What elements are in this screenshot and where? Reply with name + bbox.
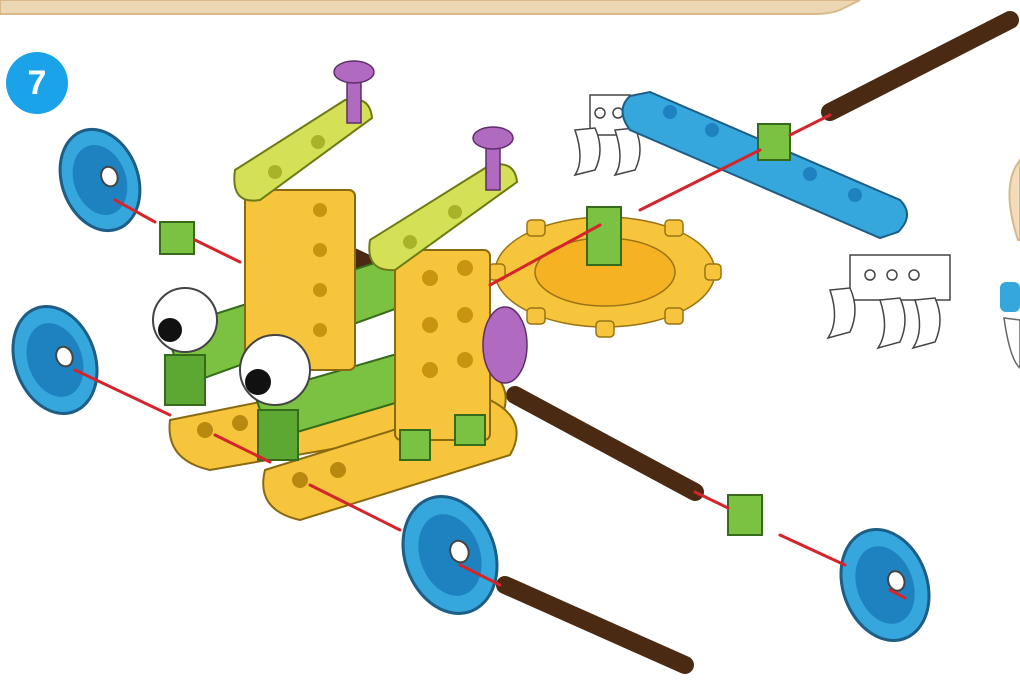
upright-panel-front: [395, 250, 490, 460]
top-banner: [0, 0, 860, 14]
connector-icon: [758, 124, 790, 160]
next-step-peek: [1000, 160, 1020, 368]
beam-icon: [623, 92, 908, 238]
step-number: 7: [28, 64, 47, 103]
step-number-badge: 7: [6, 52, 68, 114]
